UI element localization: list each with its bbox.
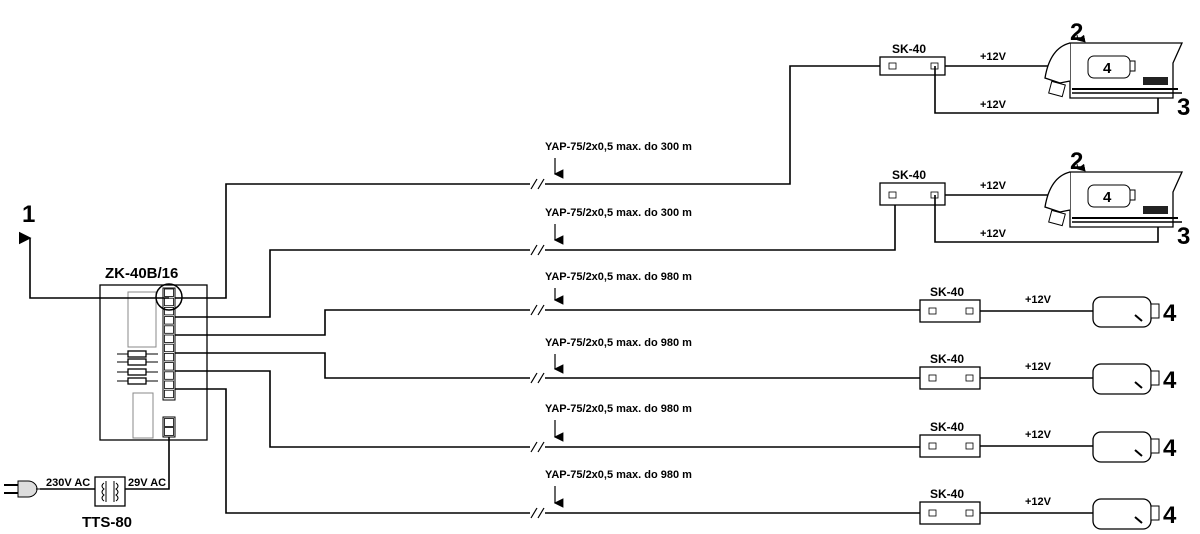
camera-housing-icon: [1044, 171, 1184, 228]
voltage-label: +12V: [1025, 429, 1052, 441]
cable-label: YAP-75/2x0,5 max. do 980 m: [545, 403, 692, 415]
cable-line: [175, 352, 920, 379]
terminal-strip: [162, 287, 176, 401]
terminal: [164, 343, 174, 353]
sk-40-module: [879, 182, 946, 206]
voltage-label: +12V: [980, 180, 1007, 192]
camera-icon: [1092, 363, 1160, 395]
cable-run: YAP-75/2x0,5 max. do 980 m SK-40 +12V 4: [175, 370, 1177, 463]
cable-label: YAP-75/2x0,5 max. do 980 m: [545, 271, 692, 283]
voltage-label: +12V: [1025, 294, 1052, 306]
cable-break-mark: [530, 304, 545, 316]
camera-number: 4: [1103, 60, 1112, 77]
module-label: SK-40: [930, 420, 964, 434]
cable-label: YAP-75/2x0,5 max. do 300 m: [545, 207, 692, 219]
controller-label: ZK-40B/16: [105, 265, 178, 282]
camera-icon: [1092, 431, 1160, 463]
input-voltage-label: 230V AC: [46, 477, 90, 489]
cable-label: YAP-75/2x0,5 max. do 300 m: [545, 141, 692, 153]
callout-4-label: 4: [1163, 300, 1177, 327]
camera-icon: [1092, 296, 1160, 328]
callout-2-label: 2: [1070, 148, 1083, 175]
callout-4-label: 4: [1163, 435, 1177, 462]
module-label: SK-40: [930, 285, 964, 299]
power-terminal: [162, 416, 176, 438]
cable-line: [175, 370, 920, 448]
cable-break-mark: [530, 244, 545, 256]
cable-line: [175, 65, 880, 299]
camera-icon: [1092, 498, 1160, 530]
cable-label: YAP-75/2x0,5 max. do 980 m: [545, 337, 692, 349]
terminal: [164, 380, 174, 389]
terminal: [164, 371, 174, 380]
module-label: SK-40: [892, 42, 926, 56]
plug-icon: [4, 480, 40, 498]
callout-3-label: 3: [1177, 94, 1190, 121]
callout-1: 1: [18, 201, 169, 299]
module-label: SK-40: [892, 168, 926, 182]
cable-run: YAP-75/2x0,5 max. do 300 m SK-40 +12V +12V 4…: [175, 148, 1190, 318]
cable-label: YAP-75/2x0,5 max. do 980 m: [545, 469, 692, 481]
callout-4-label: 4: [1163, 502, 1177, 529]
cable-run: YAP-75/2x0,5 max. do 980 m SK-40 +12V 4: [175, 271, 1177, 336]
power-supply: 230V AC 29V AC TTS-80: [4, 437, 170, 531]
module-label: SK-40: [930, 352, 964, 366]
output-voltage-label: 29V AC: [128, 477, 166, 489]
cable-run: YAP-75/2x0,5 max. do 980 m SK-40 +12V 4: [175, 388, 1177, 530]
voltage-label: +12V: [1025, 361, 1052, 373]
callout-1-label: 1: [22, 201, 35, 228]
callout-4-label: 4: [1163, 367, 1177, 394]
cable-break-mark: [530, 178, 545, 190]
transformer-icon: [94, 476, 126, 507]
voltage-label: +12V: [1025, 496, 1052, 508]
cable-line: [175, 388, 920, 514]
terminal: [164, 325, 174, 334]
camera-housing-icon: [1044, 42, 1184, 99]
callout-3-label: 3: [1177, 223, 1190, 250]
highlight-circle: [155, 283, 183, 311]
terminal: [164, 362, 174, 371]
cable-break-mark: [530, 372, 545, 384]
transformer-label: TTS-80: [82, 514, 132, 531]
voltage-label: +12V: [980, 228, 1007, 240]
cable-line: [175, 309, 920, 336]
controller-zk-40b-16: ZK-40B/16: [99, 265, 208, 441]
terminal: [164, 288, 174, 297]
camera-number: 4: [1103, 189, 1112, 206]
terminal: [164, 297, 174, 307]
terminal: [164, 316, 174, 325]
cable-run: YAP-75/2x0,5 max. do 300 m SK-40 +12V +12V 4…: [175, 19, 1190, 299]
terminal: [164, 389, 174, 399]
module-label: SK-40: [930, 487, 964, 501]
terminal: [164, 334, 174, 343]
cable-break-mark: [530, 507, 545, 519]
cable-break-mark: [530, 441, 545, 453]
voltage-label: +12V: [980, 99, 1007, 111]
callout-2-label: 2: [1070, 19, 1083, 46]
resistors: [117, 350, 158, 385]
cable-line: [175, 204, 896, 318]
voltage-label: +12V: [980, 51, 1007, 63]
cable-run: YAP-75/2x0,5 max. do 980 m SK-40 +12V 4: [175, 337, 1177, 395]
terminal: [164, 306, 174, 316]
terminal: [164, 352, 174, 362]
